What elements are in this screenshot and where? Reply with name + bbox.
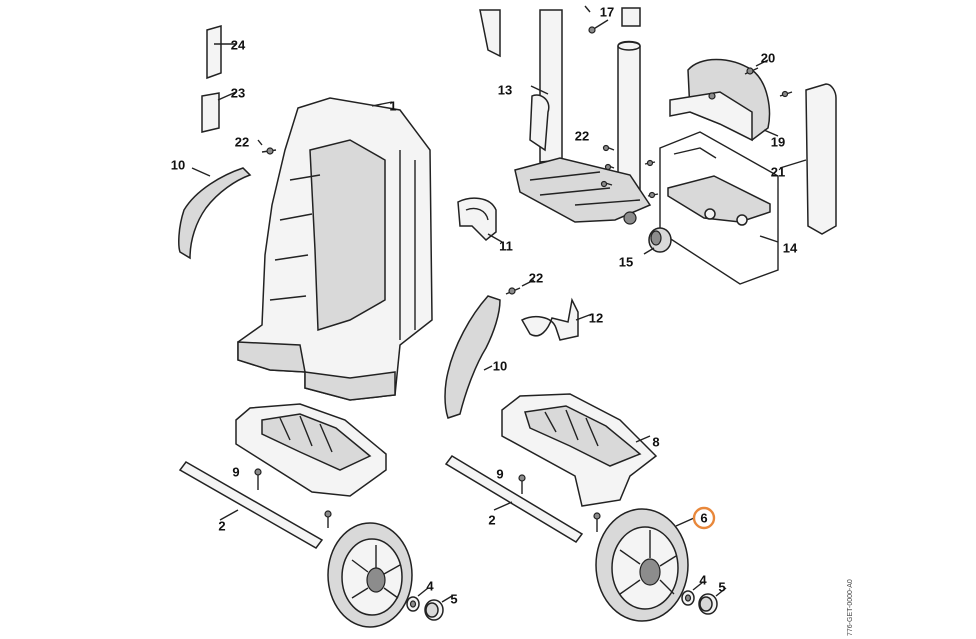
- callout-label-2: 2: [218, 519, 225, 534]
- washer-4-left: [406, 587, 429, 612]
- hose-guide-19: [669, 58, 779, 142]
- callout-label-5: 5: [718, 580, 725, 595]
- screw-22-a: [257, 139, 277, 155]
- bushing-15: [643, 227, 672, 255]
- base-bracket-8: [501, 393, 658, 507]
- callout-label-19: 19: [771, 135, 785, 150]
- pin-17: [584, 5, 641, 34]
- callout-label-21: 21: [771, 165, 785, 180]
- callout-label-2: 2: [488, 513, 495, 528]
- main-housing-1: [237, 97, 433, 401]
- callout-label-1: 1: [389, 99, 396, 114]
- callout-label-5: 5: [450, 592, 457, 607]
- wheel-right-6: [595, 508, 689, 622]
- screw-9-left: [254, 468, 262, 490]
- callout-label-8: 8: [652, 435, 659, 450]
- cap-5-right: [698, 587, 727, 615]
- axle-2-left: [178, 461, 324, 549]
- screw-9-axle-right: [593, 512, 601, 532]
- callout-label-4: 4: [699, 573, 707, 588]
- side-cover-10-lower: [444, 295, 501, 419]
- callout-label-20: 20: [761, 51, 775, 66]
- clip-12: [520, 297, 593, 341]
- callout-label-4: 4: [426, 579, 434, 594]
- callout-label-6: 6: [700, 511, 707, 526]
- screw-22-c: [505, 279, 535, 295]
- screw-9-axle-left: [324, 510, 332, 528]
- frame-13: [479, 9, 652, 225]
- screw-20: [744, 59, 793, 98]
- callout-label-10: 10: [171, 158, 185, 173]
- callout-label-11: 11: [499, 239, 513, 254]
- callout-highlight-ring: [692, 506, 716, 530]
- callout-label-13: 13: [498, 83, 512, 98]
- callout-label-15: 15: [619, 255, 633, 270]
- decal-23: [201, 91, 237, 133]
- callout-label-17: 17: [600, 5, 614, 20]
- plate-14: [659, 131, 779, 285]
- callout-label-23: 23: [231, 86, 245, 101]
- image-code: 776-GET-0000-A0: [847, 579, 854, 636]
- decal-24: [206, 25, 236, 80]
- bar-21: [779, 83, 837, 235]
- callout-label-22: 22: [235, 135, 249, 150]
- clip-11: [457, 197, 503, 243]
- wheel-left: [327, 522, 413, 628]
- callout-label-9: 9: [496, 467, 503, 482]
- screw-9-right: [518, 474, 526, 494]
- callout-label-10: 10: [493, 359, 507, 374]
- base-bracket-left: [235, 403, 387, 497]
- callout-label-14: 14: [783, 241, 798, 256]
- washer-4-right: [681, 581, 704, 606]
- axle-2-right: [444, 455, 584, 543]
- callout-label-12: 12: [589, 311, 603, 326]
- callout-label-9: 9: [232, 465, 239, 480]
- cap-5-left: [424, 595, 453, 621]
- side-cover-10-upper: [178, 167, 252, 260]
- callout-label-22: 22: [529, 271, 543, 286]
- callout-label-22: 22: [575, 129, 589, 144]
- callout-label-24: 24: [231, 38, 246, 53]
- screw-22-b: [600, 144, 659, 199]
- leader-6: [675, 517, 695, 527]
